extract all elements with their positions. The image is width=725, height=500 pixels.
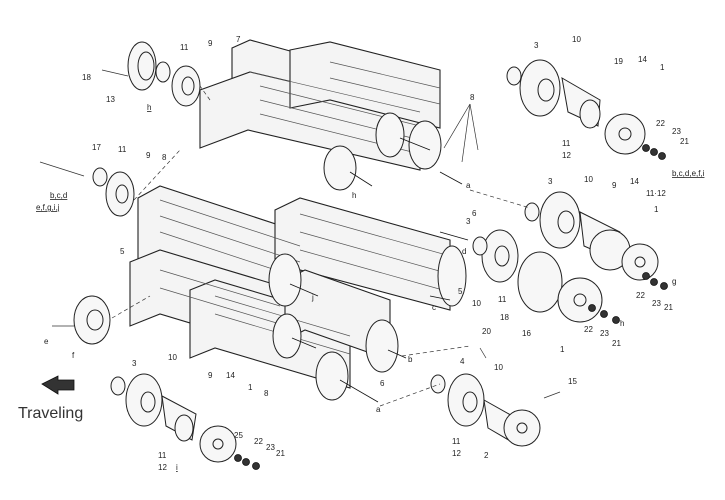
label-left-group-line2: e,f,g,i,j <box>36 203 60 212</box>
part-number-callout: 18 <box>500 313 509 322</box>
part-number-callout: 22 <box>636 291 645 300</box>
part-number-callout: 23 <box>266 443 275 452</box>
part-number-callout: 9 <box>612 181 617 190</box>
part-number-callout: b <box>408 355 413 364</box>
part-number-callout: 10 <box>572 35 581 44</box>
part-number-callout: 8 <box>264 389 269 398</box>
part-number-callout: 11 <box>180 43 189 52</box>
part-number-callout: 3 <box>132 359 137 368</box>
part-number-callout: h <box>620 319 624 328</box>
part-number-callout: 23 <box>600 329 609 338</box>
part-number-callout: 11 <box>158 451 167 460</box>
part-number-callout: 10 <box>168 353 177 362</box>
part-number-callout: 22 <box>656 119 665 128</box>
top-right-drive-assembly <box>506 59 666 160</box>
part-number-callout: 11 <box>452 437 461 446</box>
part-number-callout: 12 <box>562 151 571 160</box>
part-number-callout: 1 <box>660 63 665 72</box>
part-number-callout: e <box>44 337 49 346</box>
left-cover-plate <box>52 295 111 345</box>
part-number-callout: a <box>466 181 471 190</box>
part-number-callout: 3 <box>466 217 471 226</box>
part-number-callout: d <box>462 247 466 256</box>
label-h-top-left: h <box>147 103 151 112</box>
part-number-callout: 3 <box>534 41 539 50</box>
part-number-callout: 10 <box>584 175 593 184</box>
part-number-callout: 21 <box>612 339 621 348</box>
part-number-callout: 18 <box>82 73 91 82</box>
part-number-callout: 14 <box>226 371 235 380</box>
part-number-callout: 17 <box>92 143 101 152</box>
part-number-callout: g <box>672 277 676 286</box>
part-number-callout: 6 <box>472 209 477 218</box>
part-number-callout: 21 <box>276 449 285 458</box>
part-number-callout: 9 <box>208 371 213 380</box>
part-number-callout: a <box>376 405 381 414</box>
part-number-callout: 3 <box>548 177 553 186</box>
part-number-callout: 4 <box>460 357 465 366</box>
part-number-callout: 9 <box>208 39 213 48</box>
part-number-callout: j <box>311 293 314 302</box>
part-number-callout: 11 <box>498 295 507 304</box>
part-number-callout: 11 <box>118 145 127 154</box>
part-number-callout: 7 <box>236 35 241 44</box>
part-number-callout: 14 <box>630 177 639 186</box>
part-number-callout: 1 <box>248 383 253 392</box>
part-number-callout: f <box>72 351 75 360</box>
part-number-callout: 20 <box>482 327 491 336</box>
part-number-callout: 2 <box>484 451 489 460</box>
assembly-guide-lines <box>111 85 531 407</box>
part-number-callout: 15 <box>568 377 577 386</box>
part-number-callout: 19 <box>614 57 623 66</box>
part-number-callout: 16 <box>522 329 531 338</box>
label-i-bottom: i <box>176 463 178 472</box>
part-number-callout: 9 <box>146 151 151 160</box>
part-number-callout: 22 <box>584 325 593 334</box>
part-number-callout: 21 <box>680 137 689 146</box>
part-number-callout: 10 <box>494 363 503 372</box>
part-number-callout: 11 <box>562 139 571 148</box>
part-number-callout: 13 <box>106 95 115 104</box>
part-number-callout: 23 <box>652 299 661 308</box>
bottom-right-drive-assembly <box>430 347 561 447</box>
traveling-label: Traveling <box>18 405 83 422</box>
part-number-callout: 1 <box>560 345 565 354</box>
part-number-callout: 21 <box>664 303 673 312</box>
part-number-callout: 5 <box>458 287 463 296</box>
middle-right-drive-assembly <box>472 191 668 324</box>
label-11-12-range: 11·12 <box>646 189 666 198</box>
part-number-callout: 23 <box>672 127 681 136</box>
arrow-left-icon <box>41 375 75 395</box>
part-number-callout: 12 <box>158 463 167 472</box>
part-number-callout: 14 <box>638 55 647 64</box>
part-number-callout: 1 <box>654 205 659 214</box>
part-number-callout: c <box>432 303 436 312</box>
part-number-callout: 10 <box>472 299 481 308</box>
lower-roller-bank <box>129 185 469 403</box>
label-left-group-line1: b,c,d <box>50 191 67 200</box>
label-right-group: b,c,d,e,f,i <box>672 169 705 178</box>
part-number-callout: h <box>352 191 356 200</box>
bottom-left-drive-assembly <box>110 373 260 470</box>
upper-roller-bank <box>199 39 463 191</box>
part-number-callout: 22 <box>254 437 263 446</box>
part-number-callout: 5 <box>120 247 125 256</box>
traveling-arrow: Traveling <box>18 375 83 422</box>
part-number-callout: 25 <box>234 431 243 440</box>
part-number-callout: 8 <box>162 153 167 162</box>
part-number-callout: 6 <box>380 379 385 388</box>
part-number-callout: 8 <box>470 93 475 102</box>
middle-left-hub-assembly <box>39 161 135 217</box>
part-number-callout: 12 <box>452 449 461 458</box>
